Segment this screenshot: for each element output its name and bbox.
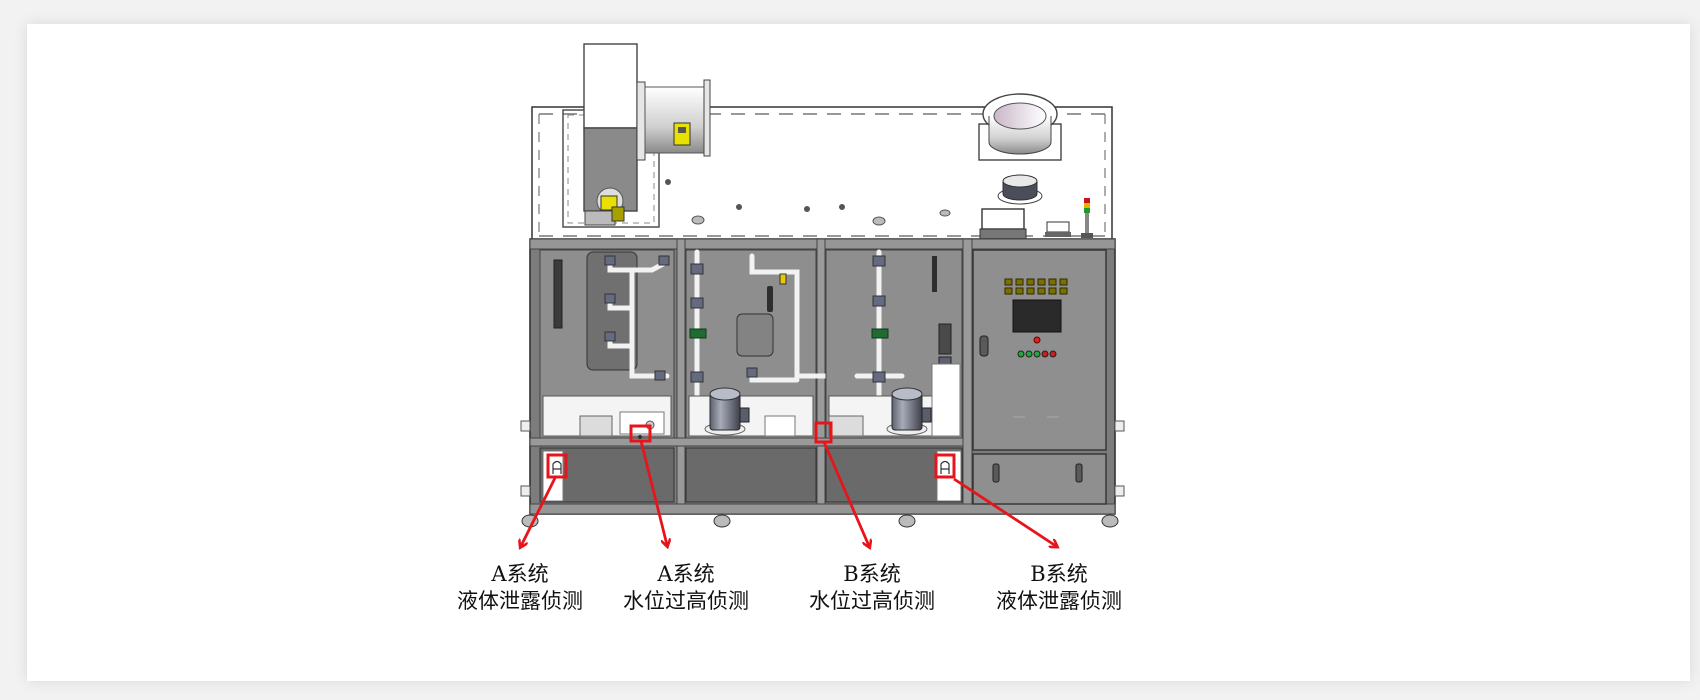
callout-system: B系统	[1030, 562, 1088, 586]
hmi-screen	[1012, 299, 1062, 333]
callout-function: 水位过高侦测	[809, 589, 935, 613]
centrifugal-fan-icon	[583, 43, 711, 226]
callout-markers	[546, 421, 956, 479]
callout-label-leak-a: A系统 液体泄露侦测	[457, 561, 583, 615]
machine-drawing	[27, 43, 1125, 681]
indicator-lamp-icon	[1004, 278, 1013, 286]
round-duct-flange-icon	[978, 93, 1062, 161]
fitting-icons	[665, 179, 951, 226]
green-button-icon	[1017, 350, 1025, 358]
callout-label-high-level-a: A系统 水位过高侦测	[623, 561, 749, 615]
indicator-lamp-icon	[1048, 287, 1057, 295]
figure-card: A系统 液体泄露侦测 A系统 水位过高侦测 B系统 水位过高侦测 B系统 液体泄…	[27, 24, 1690, 681]
marker-high-level-sensor-b	[814, 421, 833, 444]
indicator-lamp-icon	[1026, 278, 1035, 286]
caster-icon	[713, 514, 731, 528]
control-buttons	[1017, 350, 1057, 358]
callout-label-leak-b: B系统 液体泄露侦测	[996, 561, 1122, 615]
red-button-icon	[1041, 350, 1049, 358]
indicator-lamp-icon	[1026, 287, 1035, 295]
emergency-stop-icon	[1033, 336, 1041, 344]
bay-a-pump	[685, 249, 830, 503]
indicator-lamp-icon	[1015, 287, 1024, 295]
arrow-high-level-sensor-b	[822, 441, 869, 546]
callout-system: A系统	[491, 562, 549, 586]
callout-system: A系统	[657, 562, 715, 586]
indicator-lamp-icon	[1059, 278, 1068, 286]
red-button-icon	[1049, 350, 1057, 358]
caster-icon	[898, 514, 916, 528]
indicator-lamp-icon	[1037, 287, 1046, 295]
indicator-lamp-icon	[1037, 278, 1046, 286]
control-cabinet	[972, 249, 1107, 505]
pipe-sleeve-icon	[997, 174, 1043, 205]
green-button-icon	[1025, 350, 1033, 358]
marker-leak-sensor-b	[934, 453, 956, 479]
callout-function: 水位过高侦测	[623, 589, 749, 613]
pump-b-icon	[828, 363, 961, 437]
indicator-lamps	[1004, 278, 1068, 295]
pump-a-icon	[688, 387, 814, 437]
callout-label-high-level-b: B系统 水位过高侦测	[809, 561, 935, 615]
drawer-handle-icon	[992, 463, 1000, 483]
sensor-glyphs	[552, 434, 950, 474]
junction-box-icon	[979, 208, 1071, 240]
signal-tower-icon	[1081, 198, 1093, 238]
door-handle-icon	[979, 335, 989, 357]
indicator-lamp-icon	[1048, 278, 1057, 286]
indicator-lamp-icon	[1059, 287, 1068, 295]
callout-system: B系统	[843, 562, 901, 586]
bay-a	[539, 249, 675, 503]
drawer-handle-icon	[1075, 463, 1083, 483]
casters	[521, 514, 1119, 528]
arrow-leak-sensor-b	[953, 477, 1056, 546]
marker-leak-sensor-a	[546, 453, 568, 479]
bay-b	[825, 249, 963, 503]
marker-high-level-sensor-a	[629, 424, 652, 443]
indicator-lamp-icon	[1004, 287, 1013, 295]
callout-function: 液体泄露侦测	[457, 589, 583, 613]
indicator-lamp-icon	[1015, 278, 1024, 286]
arrow-high-level-sensor-a	[639, 440, 667, 545]
green-button-icon	[1033, 350, 1041, 358]
arrow-leak-sensor-a	[521, 477, 557, 546]
callout-arrows	[521, 440, 1056, 546]
callout-function: 液体泄露侦测	[996, 589, 1122, 613]
caster-icon	[1101, 514, 1119, 528]
